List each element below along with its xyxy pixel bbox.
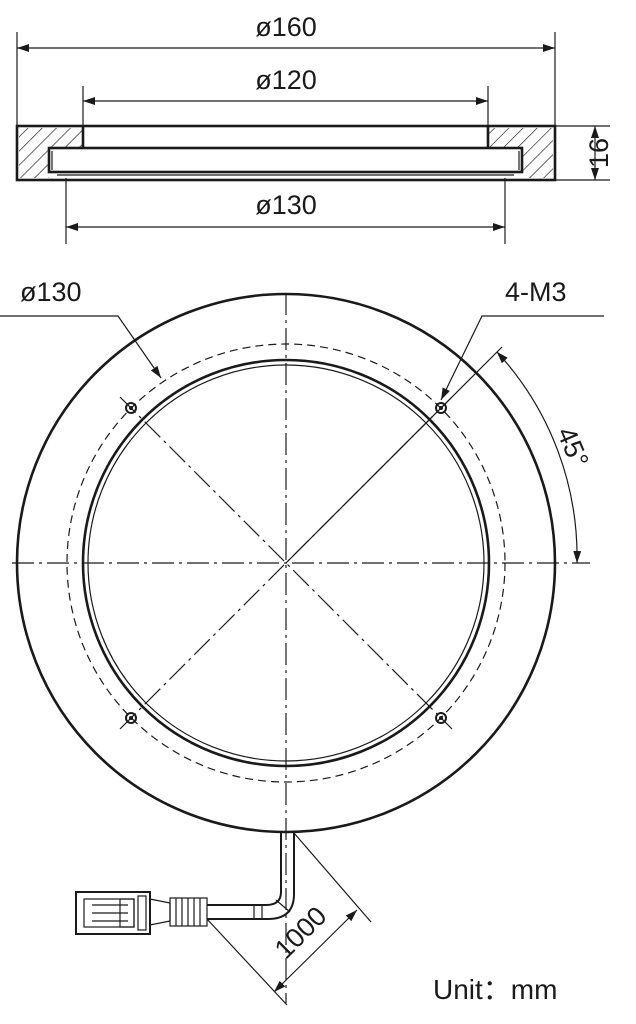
label-cable-length: 1000: [269, 901, 333, 965]
hatch-left: [19, 128, 83, 148]
hatch-right: [488, 128, 553, 148]
dim-line-cable: [273, 909, 358, 993]
leader-holes: [440, 315, 604, 401]
leader-bolt-circle: [0, 315, 162, 379]
hatch-right-lower: [522, 148, 553, 178]
connector-plug: [75, 891, 151, 935]
mounting-hole-tl: [125, 402, 137, 414]
mounting-hole-br: [435, 712, 447, 724]
cable-boot: [149, 897, 208, 927]
angle-radial-line: [285, 346, 503, 564]
mounting-hole-bl: [125, 712, 137, 724]
cable: [207, 833, 282, 906]
label-height: 16: [584, 138, 614, 168]
label-holes: 4-M3: [505, 277, 567, 307]
diffuser-plate: [47, 146, 524, 174]
ring-body: [15, 124, 557, 182]
label-outer-diameter: ø160: [255, 12, 317, 42]
outer-ring: [15, 292, 557, 834]
side-view: ø160 ø120 ø130 16: [15, 12, 614, 244]
front-view: ø130 4-M3 45°: [0, 277, 604, 1003]
bolt-circle: [66, 343, 506, 783]
units-note: Unit：mm: [433, 974, 557, 1005]
angle-arc: [496, 351, 582, 564]
label-bolt-circle: ø130: [20, 277, 82, 307]
label-bottom-diameter: ø130: [255, 190, 317, 220]
centerline-diagonal-a: [119, 396, 453, 730]
label-angle: 45°: [551, 423, 595, 472]
cable-assembly: 1000: [75, 832, 372, 1006]
inner-aperture: [81, 358, 491, 768]
label-inner-diameter: ø120: [255, 65, 317, 95]
hatch-left-lower: [19, 148, 49, 178]
